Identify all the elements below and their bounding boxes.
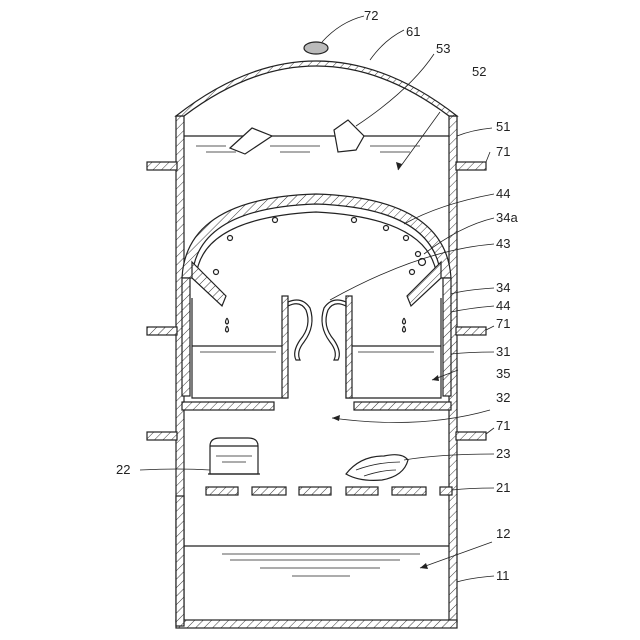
label-22: 22 [116, 462, 130, 477]
label-44-mid: 44 [496, 298, 510, 313]
vessel-walls [176, 116, 457, 628]
solid-material [346, 455, 408, 481]
label-11: 11 [496, 568, 510, 583]
label-43: 43 [496, 236, 510, 251]
label-12: 12 [496, 526, 510, 541]
label-53: 53 [436, 41, 450, 56]
lid [176, 61, 457, 116]
dome [182, 194, 451, 278]
label-52: 52 [472, 64, 486, 79]
knob [304, 42, 328, 54]
label-71-top: 71 [496, 144, 510, 159]
label-61: 61 [406, 24, 420, 39]
label-35: 35 [496, 366, 510, 381]
label-71-mid: 71 [496, 316, 510, 331]
middle-section [182, 278, 490, 423]
floating-solid-left [230, 128, 272, 154]
lower-section [206, 438, 452, 495]
label-23: 23 [496, 446, 510, 461]
drip-guides [192, 262, 441, 332]
label-72: 72 [364, 8, 378, 23]
label-31: 31 [496, 344, 510, 359]
upper-liquid [184, 112, 449, 170]
label-44-top: 44 [496, 186, 510, 201]
label-71-bot: 71 [496, 418, 510, 433]
label-21: 21 [496, 480, 510, 495]
label-51: 51 [496, 119, 510, 134]
label-34: 34 [496, 280, 510, 295]
bottom-liquid [184, 542, 492, 576]
floating-solid-right [334, 120, 364, 152]
label-34a: 34a [496, 210, 518, 225]
label-32: 32 [496, 390, 510, 405]
